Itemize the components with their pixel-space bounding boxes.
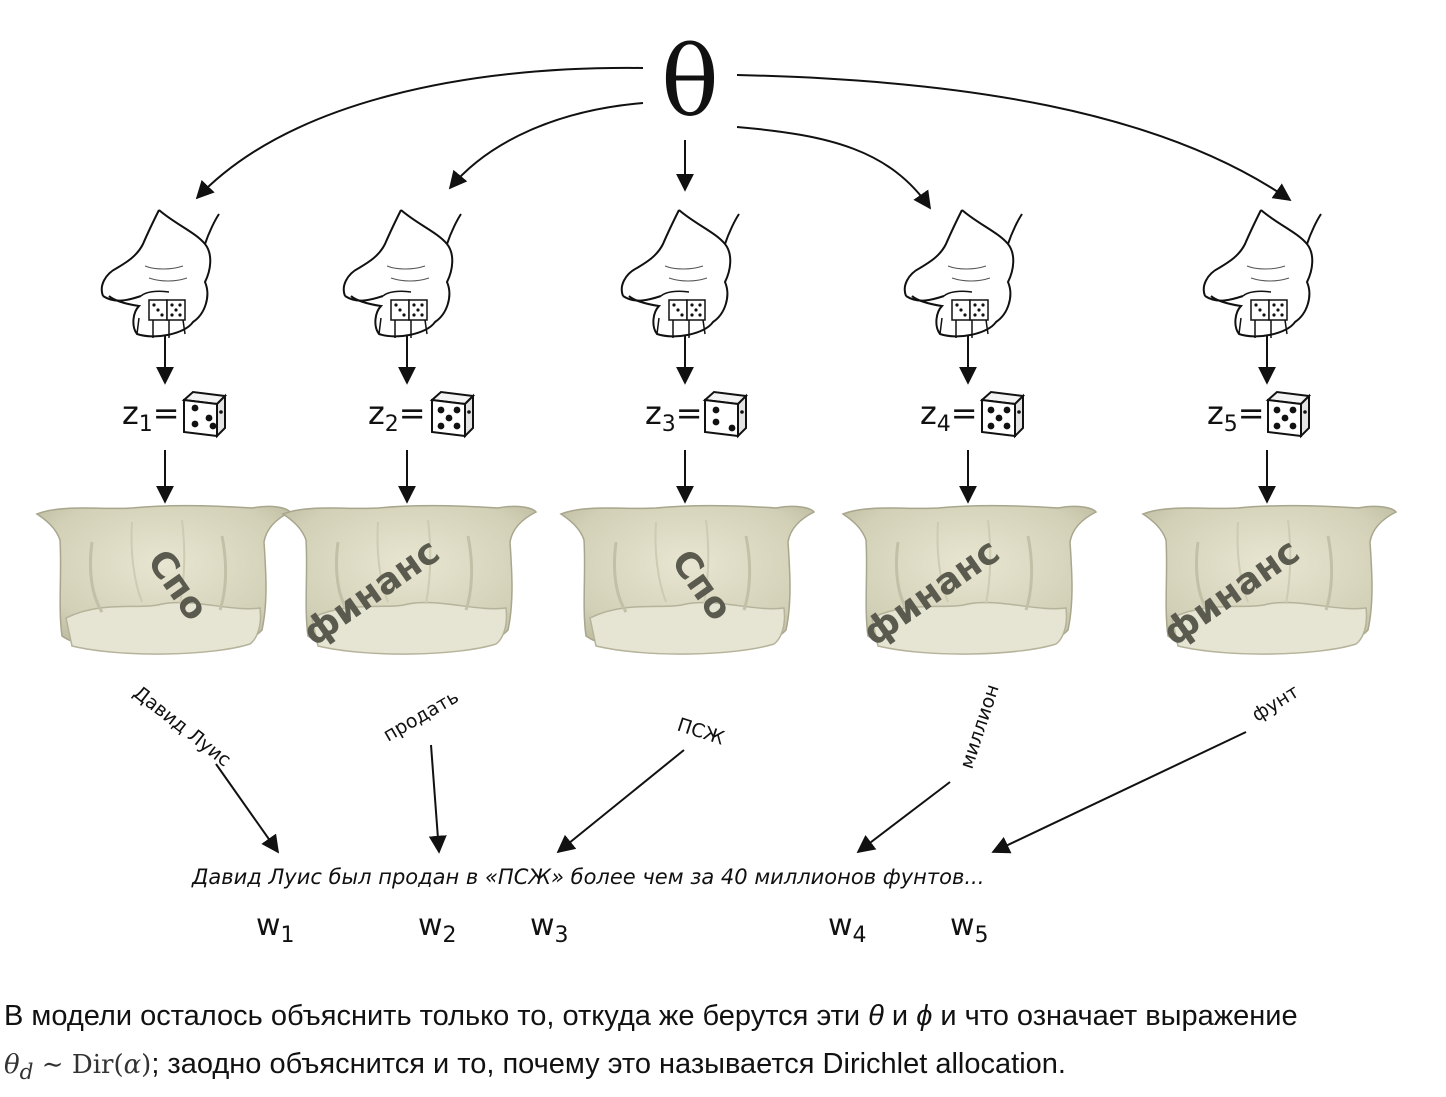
- die-3: [704, 391, 747, 437]
- z-label-3: z3=: [645, 394, 703, 437]
- arrow-theta-to-hand-2: [448, 102, 644, 190]
- hand-with-dice-5: [1202, 209, 1322, 339]
- w-labels: w1 w2 w3 w4 w5: [256, 908, 989, 948]
- topic-column-5: z5= финанс: [1141, 209, 1398, 656]
- hand-with-dice-1: [100, 209, 220, 339]
- die-1: [183, 391, 226, 437]
- arrow-theta-to-hand-5: [736, 74, 1292, 202]
- z-label-5: z5=: [1207, 394, 1265, 437]
- explanation-paragraph: В модели осталось объяснить только то, о…: [4, 992, 1440, 1097]
- word-label-5: фунт: [1248, 681, 1303, 727]
- arrow-word-1: [215, 763, 280, 854]
- theta-symbol: θ: [661, 26, 719, 138]
- hand-with-dice-3: [620, 209, 740, 339]
- arrow-word-3: [556, 749, 685, 854]
- word-label-2: продать: [380, 686, 463, 747]
- theta-arrows: [195, 66, 1292, 210]
- lda-generative-diagram: θ z1= Спо z2= финанс z3= Спо z4= финанс z5= финан…: [35, 26, 1398, 948]
- arrow-word-4: [856, 781, 951, 854]
- word-label-1: Давид Луис: [129, 682, 235, 772]
- z-label-1: z1=: [122, 394, 180, 437]
- z-label-4: z4=: [920, 394, 978, 437]
- topic-column-3: z3= Спо: [559, 209, 816, 656]
- arrow-word-2: [428, 744, 447, 854]
- w-label-1: w1: [256, 908, 295, 948]
- word-label-3: ПСЖ: [674, 714, 727, 750]
- arrow-theta-to-hand-1: [195, 66, 644, 200]
- sentence: Давид Луис был продан в «ПСЖ» более чем …: [191, 865, 984, 889]
- z-label-2: z2=: [368, 394, 426, 437]
- word-labels: Давид Луис продать ПСЖ миллион фунт: [129, 681, 1303, 772]
- phi-inline: ϕ: [916, 1000, 933, 1032]
- w-label-2: w2: [418, 908, 457, 948]
- word-arrows: [215, 731, 1247, 854]
- die-4: [981, 391, 1024, 437]
- topic-sack-1: Спо: [35, 504, 292, 656]
- word-label-4: миллион: [956, 682, 1004, 772]
- theta-inline: θ: [868, 1000, 884, 1032]
- die-2: [431, 391, 474, 437]
- topic-columns: z1= Спо z2= финанс z3= Спо z4= финанс z5= финанс: [35, 209, 1398, 656]
- dirichlet-formula: θd ∼ Dir(α): [4, 1050, 152, 1086]
- topic-sack-5: финанс: [1141, 504, 1398, 656]
- arrow-theta-to-hand-4: [736, 126, 932, 210]
- topic-column-4: z4= финанс: [841, 209, 1098, 656]
- hand-with-dice-2: [342, 209, 462, 339]
- paragraph-line-1: В модели осталось объяснить только то, о…: [4, 1000, 1298, 1032]
- topic-column-1: z1= Спо: [35, 209, 292, 656]
- topic-column-2: z2= финанс: [281, 209, 538, 656]
- w-label-4: w4: [828, 908, 867, 948]
- arrow-word-5: [991, 731, 1247, 854]
- w-label-5: w5: [950, 908, 989, 948]
- topic-sack-3: Спо: [559, 504, 816, 656]
- paragraph-line-2: θd ∼ Dir(α); заодно объяснится и то, поч…: [4, 1048, 1066, 1086]
- die-5: [1267, 391, 1310, 437]
- hand-with-dice-4: [903, 209, 1023, 339]
- topic-sack-4: финанс: [841, 504, 1098, 656]
- w-label-3: w3: [530, 908, 569, 948]
- topic-sack-2: финанс: [281, 504, 538, 656]
